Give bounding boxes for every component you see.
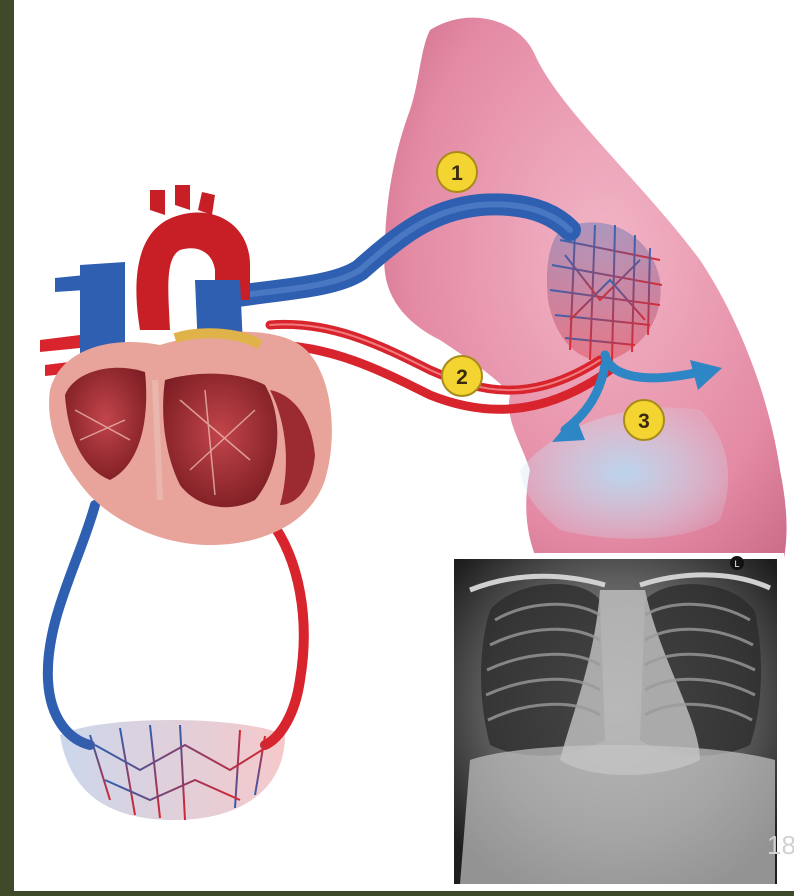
label-3-text: 3 [638, 410, 650, 433]
xray-side-marker: L [734, 559, 739, 569]
chest-xray-image: L [447, 553, 784, 891]
label-2-text: 2 [456, 366, 468, 389]
left-frame [0, 0, 14, 891]
label-badge-3: 3 [624, 400, 664, 440]
page-number: 18 [767, 830, 794, 861]
label-1-text: 1 [451, 162, 463, 185]
label-badge-1: 1 [437, 152, 477, 192]
label-badge-2: 2 [442, 356, 482, 396]
